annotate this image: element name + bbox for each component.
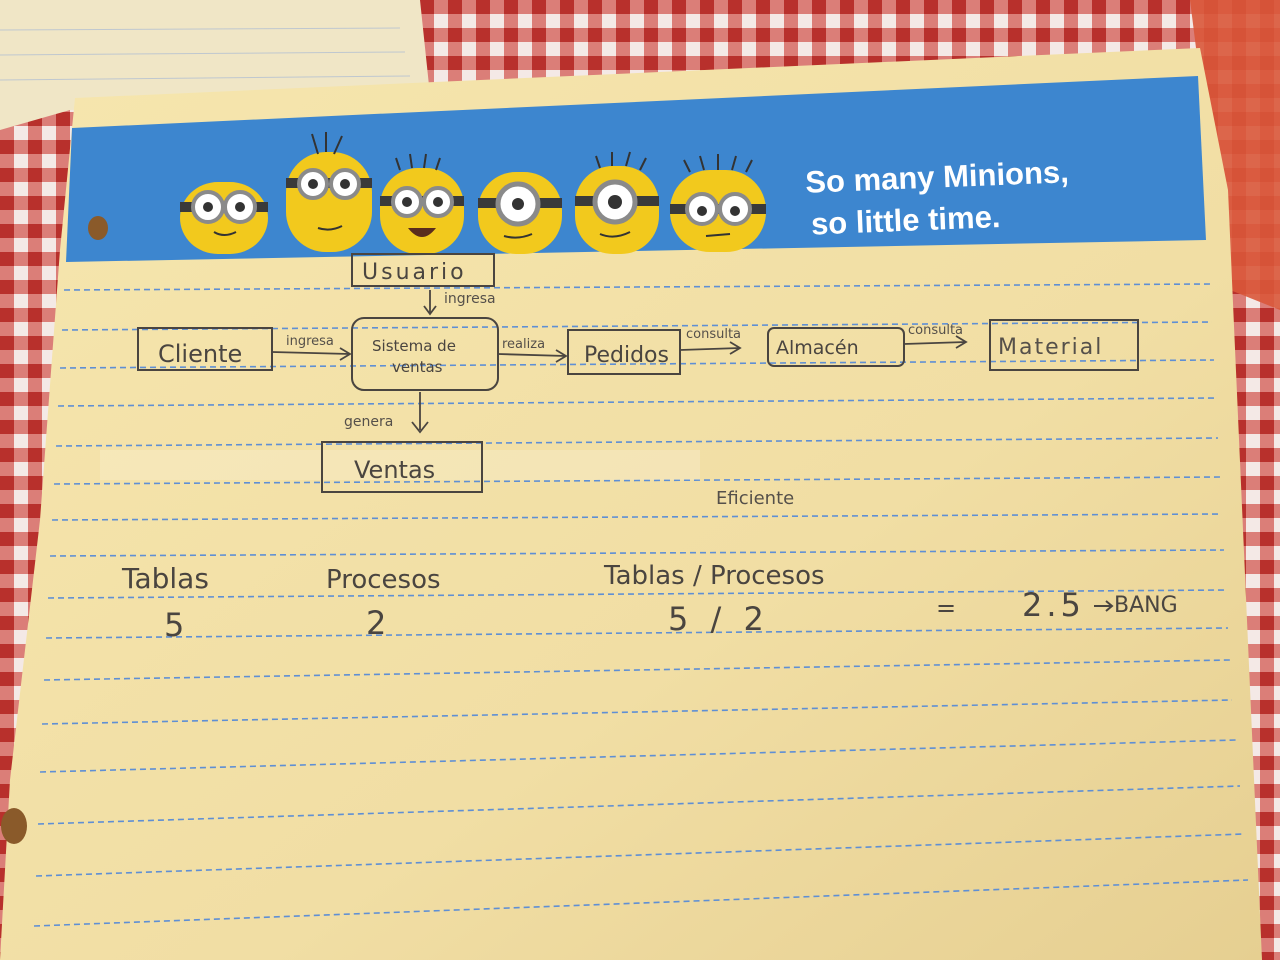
sistema-label-1: Sistema de [372, 337, 456, 355]
banner-line-2: so little time. [810, 199, 1001, 242]
minion-icon [380, 153, 464, 254]
minion-icon [478, 172, 562, 254]
realiza-label: realiza [502, 337, 545, 352]
binder-hole [88, 216, 108, 240]
ingresa-down-label: ingresa [444, 291, 496, 307]
ventas-box [321, 441, 483, 493]
arrow-almacen-material [903, 341, 967, 345]
result-tag: BANG [1114, 593, 1178, 618]
notebook-page [0, 48, 1262, 960]
eficiente-label: Eficiente [716, 488, 794, 509]
binder-hole [1, 808, 27, 844]
equals-sign: = [936, 594, 956, 622]
minion-row [180, 132, 766, 254]
cliente-box [137, 327, 273, 371]
genera-label: genera [344, 414, 393, 430]
arrowhead-icon [411, 421, 429, 434]
diagram [137, 253, 1139, 493]
minion-icon [670, 154, 766, 252]
ventas-label: Ventas [354, 456, 435, 484]
arrow-sistema-pedidos [497, 353, 567, 357]
usuario-box [351, 253, 495, 287]
minion-icon [575, 151, 659, 254]
almacen-box [767, 327, 905, 367]
arrowhead-icon [1105, 600, 1114, 612]
procesos-label: Procesos [326, 565, 441, 595]
sistema-label-2: ventas [392, 358, 443, 376]
tablas-value: 5 [164, 606, 184, 644]
material-box [989, 319, 1139, 371]
minion-icon [286, 132, 372, 252]
arrowhead-icon [555, 349, 568, 363]
orange-cloth [1190, 0, 1280, 310]
consulta-2-label: consulta [908, 323, 963, 338]
ratio-label: Tablas / Procesos [603, 561, 825, 591]
erased-writing [100, 450, 700, 480]
diagram-arrows [271, 290, 968, 434]
usuario-label: Usuario [362, 260, 467, 285]
arrowhead-icon [729, 341, 742, 355]
underneath-rules [0, 27, 411, 81]
pedidos-box [567, 329, 681, 375]
material-label: Material [998, 335, 1103, 360]
cliente-label: Cliente [158, 340, 242, 368]
ratio-expression: 5 / 2 [668, 600, 770, 638]
arrowhead-icon [955, 335, 968, 349]
almacen-label: Almacén [776, 337, 859, 359]
result-value: 2.5 [1022, 586, 1085, 624]
tablas-label: Tablas [121, 562, 209, 595]
pedidos-label: Pedidos [584, 343, 669, 368]
consulta-1-label: consulta [686, 327, 741, 342]
minion-icon [180, 182, 268, 254]
arrowhead-icon [339, 347, 352, 361]
ingresa-right-label: ingresa [286, 334, 334, 349]
arrowhead-icon [423, 305, 437, 316]
arrow-pedidos-almacen [679, 347, 741, 351]
arrow-cliente-sistema [271, 351, 351, 355]
procesos-value: 2 [366, 604, 386, 642]
